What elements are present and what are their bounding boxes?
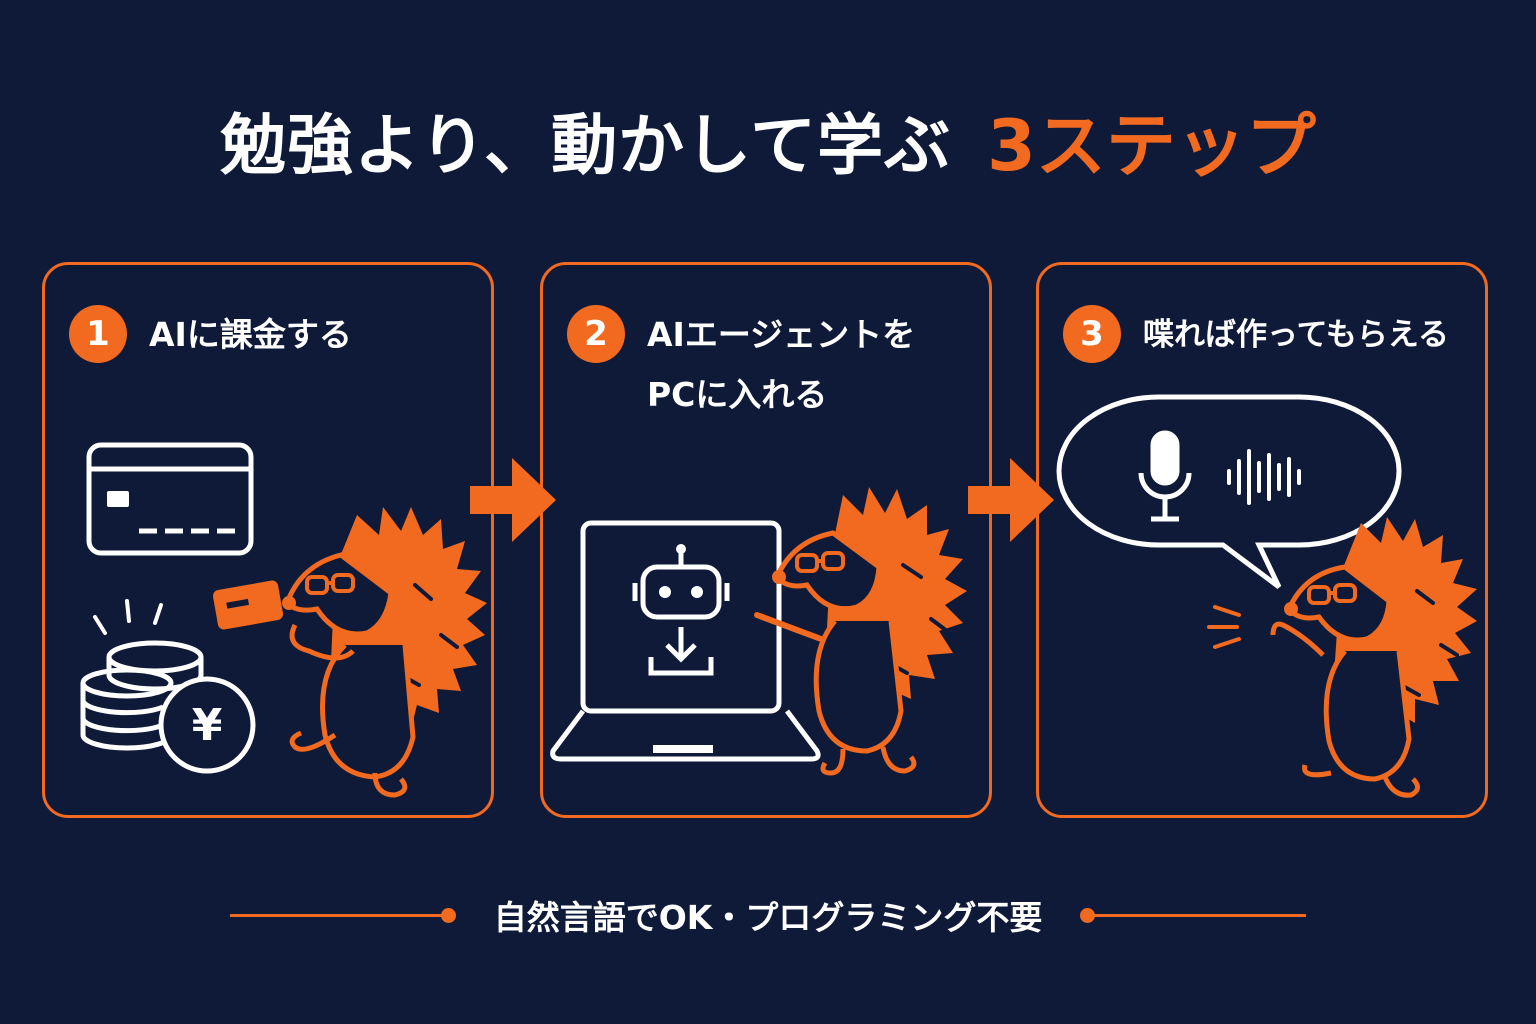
card-chip xyxy=(107,491,129,507)
yen-symbol: ¥ xyxy=(192,700,223,751)
step-label: 喋れば作ってもらえる xyxy=(1143,317,1449,353)
hedgehog-body xyxy=(320,643,416,780)
hedgehog-mascot xyxy=(754,487,967,776)
step-panel-2: 2 AIエージェントを PCに入れる xyxy=(540,262,992,818)
step-number-badge: 1 xyxy=(69,305,127,363)
arrow-right-icon xyxy=(968,458,1054,542)
step-header-1: 1 AIに課金する xyxy=(69,305,489,365)
step2-illustration xyxy=(550,487,967,776)
hedgehog-body xyxy=(1323,649,1412,782)
glasses-icon xyxy=(305,573,355,595)
step-header-2: 2 AIエージェントを PCに入れる xyxy=(567,305,987,425)
hedgehog-leg-left xyxy=(1302,764,1332,778)
step-header-3: 3 喋れば作ってもらえる xyxy=(1063,305,1483,365)
yen-coin-icon: ¥ xyxy=(158,676,256,774)
speech-bubble-icon xyxy=(1056,394,1402,589)
footer-divider-right xyxy=(1080,907,1307,923)
hedgehog-nose xyxy=(282,596,296,610)
voice-lines-icon xyxy=(1207,605,1241,649)
microphone-icon xyxy=(1138,430,1192,522)
laptop-icon xyxy=(550,520,821,762)
title-main: 勉強より、動かして学ぶ xyxy=(220,107,952,184)
hedgehog-arm xyxy=(289,623,355,661)
hedgehog-pointing-arm xyxy=(754,612,824,642)
hedgehog-leg-left xyxy=(820,748,846,776)
hedgehog-arm xyxy=(1270,621,1325,657)
arrow-right-icon xyxy=(470,458,556,542)
page-title: 勉強より、動かして学ぶ 3ステップ xyxy=(0,80,1536,200)
footer-divider-left xyxy=(229,907,456,923)
download-icon xyxy=(648,627,714,676)
hedgehog-leg-right xyxy=(1382,775,1420,798)
glasses-icon xyxy=(795,551,845,573)
step-number-badge: 3 xyxy=(1063,305,1121,363)
step-label: AIエージェントを PCに入れる xyxy=(647,315,916,414)
step-panel-1: ¥ xyxy=(42,262,494,818)
footer-note: 自然言語でOK・プログラミング不要 xyxy=(0,880,1536,950)
robot-icon xyxy=(632,553,730,620)
glasses-icon xyxy=(1307,583,1357,605)
hedgehog-leg-right xyxy=(880,746,917,774)
held-card-icon xyxy=(212,580,284,630)
step-panel-3: 3 喋れば作ってもらえる xyxy=(1036,262,1488,818)
hedgehog-leg-right xyxy=(372,772,408,798)
step-number-badge: 2 xyxy=(567,305,625,363)
hedgehog-nose xyxy=(1284,602,1298,616)
footer-text: 自然言語でOK・プログラミング不要 xyxy=(493,898,1043,937)
sparkle-icon xyxy=(93,599,163,635)
hedgehog-nose xyxy=(772,570,786,584)
hedgehog-face xyxy=(284,552,394,637)
title-accent: 3ステップ xyxy=(987,104,1316,187)
step-label: AIに課金する xyxy=(149,315,352,354)
hedgehog-leg-left xyxy=(289,730,337,752)
hedgehog-mascot xyxy=(282,507,487,798)
step3-illustration xyxy=(1056,394,1477,798)
step1-illustration: ¥ xyxy=(80,442,487,798)
hedgehog-body xyxy=(813,619,904,754)
hedgehog-mascot xyxy=(1270,517,1477,798)
sound-wave-icon xyxy=(1227,449,1301,505)
credit-card-icon xyxy=(86,442,254,556)
